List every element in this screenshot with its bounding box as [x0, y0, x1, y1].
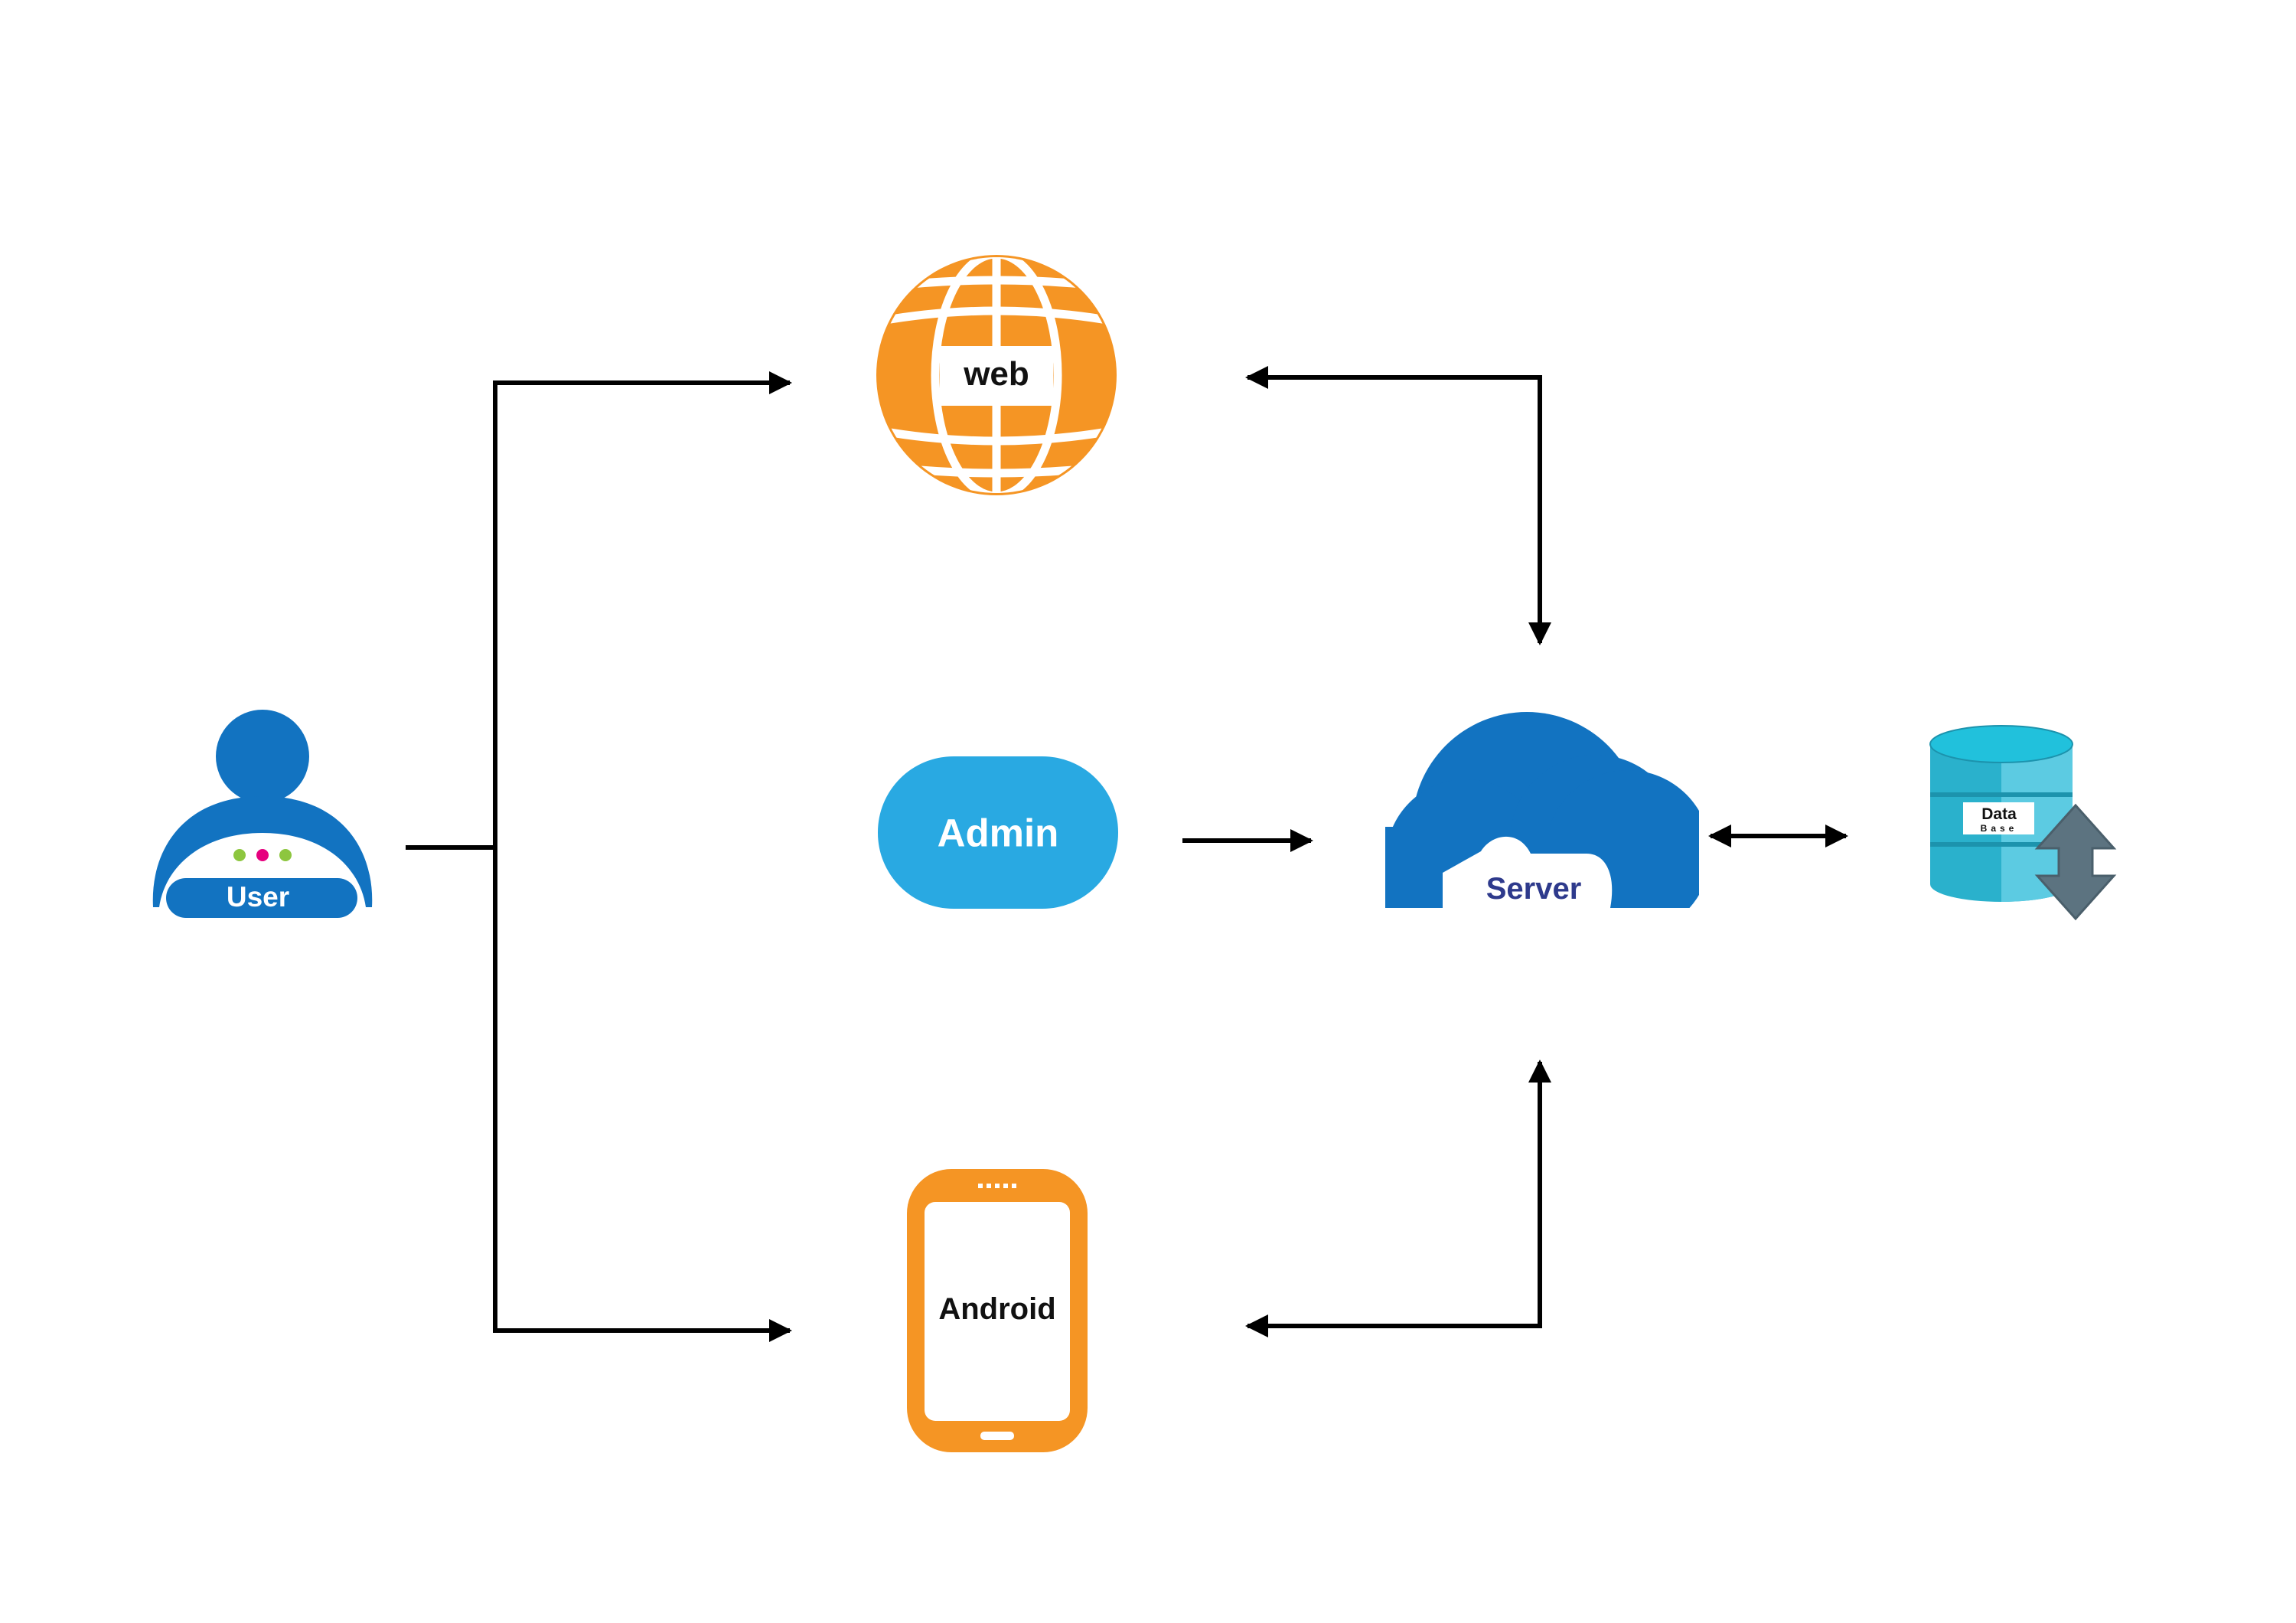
database-label-line2: Base	[1981, 823, 2018, 834]
web-label: web	[963, 355, 1029, 393]
server-node[interactable]: Server	[1385, 712, 1711, 942]
edge-server-android	[1245, 1060, 1551, 1337]
database-label-line1: Data	[1981, 805, 2017, 823]
server-label: Server	[1486, 872, 1582, 906]
admin-node[interactable]: Admin	[878, 756, 1118, 909]
database-icon	[1929, 725, 2117, 921]
edge-user-web	[493, 371, 792, 847]
database-node[interactable]: Data Base	[1929, 725, 2117, 921]
user-label: User	[227, 881, 289, 913]
edge-user-android	[493, 847, 792, 1342]
edge-server-web	[1245, 366, 1551, 645]
user-node[interactable]: User	[152, 710, 373, 918]
cloud-icon	[1385, 712, 1699, 908]
globe-icon	[876, 255, 1117, 495]
admin-pill	[878, 756, 1118, 909]
admin-label: Admin	[938, 811, 1059, 854]
user-icon	[152, 710, 373, 918]
smartphone-icon	[907, 1169, 1088, 1452]
connectors	[406, 366, 1848, 1342]
web-node[interactable]: web	[876, 253, 1117, 498]
android-label: Android	[938, 1292, 1055, 1326]
android-node[interactable]: Android	[907, 1169, 1088, 1452]
